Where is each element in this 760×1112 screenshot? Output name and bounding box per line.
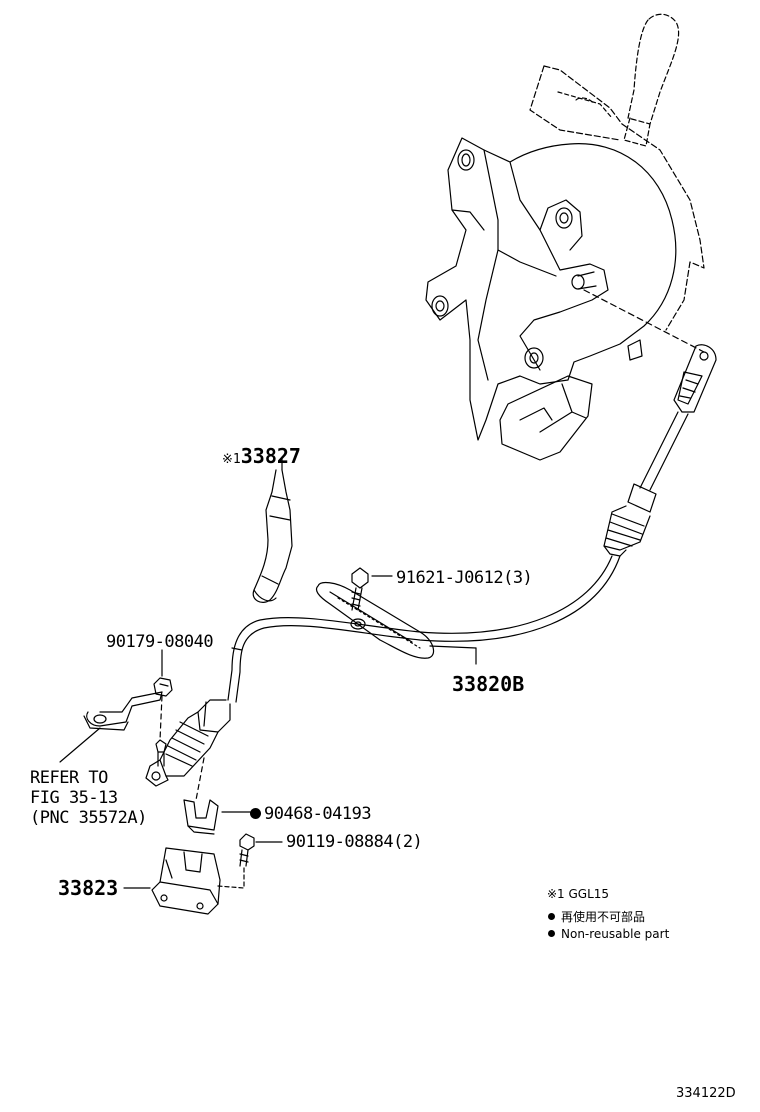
callout-refer-line-3: (PNC 35572A) <box>30 808 147 828</box>
retainer-90468 <box>183 799 251 835</box>
callout-90468: 90468-04193 <box>250 804 372 824</box>
bolt-91621 <box>351 567 393 611</box>
shift-lever-assembly <box>425 13 705 461</box>
leader-lines <box>429 645 477 665</box>
callout-33823: 33823 <box>58 876 119 900</box>
callout-33820b: 33820B <box>452 672 525 696</box>
callout-33827: ※133827 <box>222 444 301 468</box>
cable-boot-end <box>145 699 231 801</box>
cable-grommet-plate <box>315 581 435 659</box>
callout-90468-number: 90468-04193 <box>264 804 372 824</box>
clip-33827 <box>252 457 293 603</box>
callout-90119: 90119-08884(2) <box>286 832 423 852</box>
legend-non-reusable-jp: 再使用不可部品 <box>548 908 645 925</box>
bullet-icon <box>548 930 555 937</box>
callout-33827-number: 33827 <box>240 444 301 468</box>
legend-non-reusable-en: Non-reusable part <box>548 927 669 941</box>
control-cable <box>227 555 621 703</box>
bolt-90119 <box>239 833 283 889</box>
callout-refer-line-2: FIG 35-13 <box>30 788 118 808</box>
callout-33827-mark: ※1 <box>222 452 241 467</box>
bullet-icon <box>548 913 555 920</box>
nut-and-lever <box>59 649 173 767</box>
callout-90179: 90179-08040 <box>106 632 214 652</box>
legend-non-reusable-jp-text: 再使用不可部品 <box>561 910 646 924</box>
non-reusable-dot-icon <box>250 808 261 819</box>
legend-note-1: ※1 GGL15 <box>547 887 610 901</box>
bracket-33823 <box>123 847 245 915</box>
cable-end-fitting <box>603 344 717 557</box>
legend-non-reusable-en-text: Non-reusable part <box>561 927 670 941</box>
callout-91621: 91621-J0612(3) <box>396 568 533 588</box>
callout-refer-line-1: REFER TO <box>30 768 108 788</box>
figure-code: 334122D <box>676 1086 736 1101</box>
